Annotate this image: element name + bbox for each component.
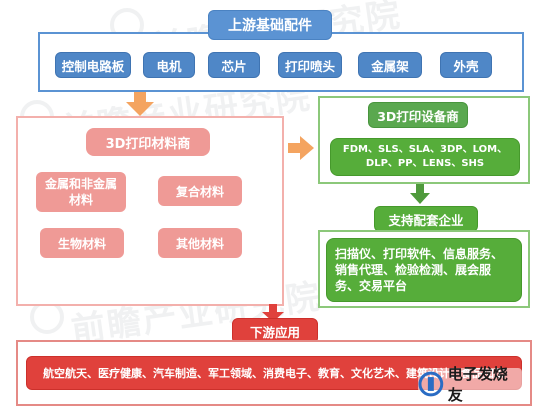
support-body: 扫描仪、打印软件、信息服务、销售代理、检验检测、展会服务、交易平台: [326, 238, 522, 302]
part-metal-frame: 金属架: [358, 52, 422, 78]
part-control-board: 控制电路板: [55, 52, 131, 78]
materials-title: 3D打印材料商: [86, 128, 210, 156]
source-logo-icon: [418, 371, 444, 397]
part-motor: 电机: [143, 52, 195, 78]
material-bio: 生物材料: [40, 228, 124, 258]
equipment-tech-line2: DLP、PP、LENS、SHS: [365, 158, 485, 169]
arrow-down-icon: [410, 184, 430, 204]
material-composite: 复合材料: [158, 176, 242, 206]
arrow-down-icon: [126, 92, 154, 116]
source-badge: 电子发烧友: [418, 365, 522, 404]
part-shell: 外壳: [440, 52, 492, 78]
equipment-tech-line1: FDM、SLS、SLA、3DP、LOM、: [342, 144, 508, 155]
equipment-title: 3D打印设备商: [368, 102, 468, 128]
arrow-right-icon: [288, 136, 314, 160]
arrow-down-icon: [262, 304, 284, 322]
part-print-nozzle: 打印喷头: [278, 52, 342, 78]
upstream-title: 上游基础配件: [208, 10, 332, 40]
material-other: 其他材料: [158, 228, 242, 258]
equipment-tech-list: FDM、SLS、SLA、3DP、LOM、 DLP、PP、LENS、SHS: [330, 138, 520, 176]
material-metal-nonmetal: 金属和非金属材料: [36, 172, 126, 212]
support-title: 支持配套企业: [374, 206, 478, 232]
source-badge-text: 电子发烧友: [447, 365, 508, 404]
downstream-title: 下游应用: [232, 318, 318, 344]
part-chip: 芯片: [208, 52, 260, 78]
